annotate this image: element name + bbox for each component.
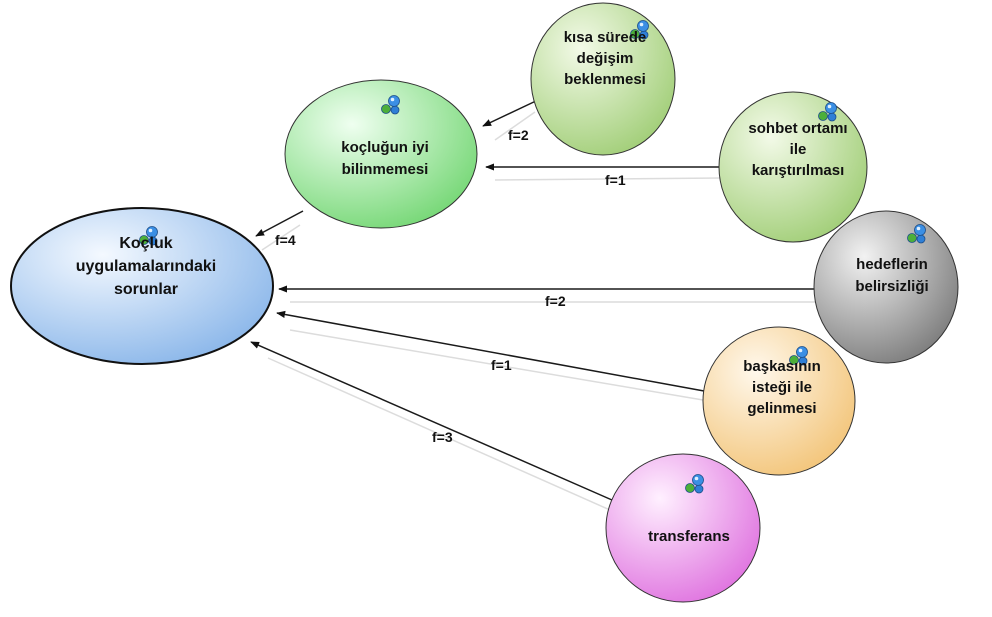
hedef-label-line: hedeflerin — [856, 256, 928, 273]
edge-bilinmeme-to-root — [255, 210, 304, 237]
node-hedef-shape — [813, 210, 959, 364]
cluster-icon — [685, 474, 704, 494]
node-sohbet-shape — [718, 91, 868, 243]
edge-labels: f=2 f=1 f=4 f=2 f=1 f=3 — [275, 127, 626, 445]
kisa-label-line: beklenmesi — [564, 71, 646, 88]
node-baskasi-shape — [702, 326, 856, 476]
node-root-shape — [10, 207, 274, 365]
root-label-line: uygulamalarındaki — [76, 258, 217, 275]
edge-label-sohbet-bilinmeme: f=1 — [605, 172, 626, 188]
edge-baskasi-to-root — [276, 310, 705, 392]
baskasi-label-line: başkasının — [743, 358, 821, 375]
hedef-label-line: belirsizliği — [855, 278, 928, 295]
node-hedeflerin-belirsizligi[interactable]: hedeflerin belirsizliği — [813, 210, 959, 364]
node-transferans[interactable]: transferans — [605, 453, 761, 603]
bilinmeme-label-line: bilinmemesi — [342, 161, 429, 178]
node-sohbet-ortami-ile-karistirilmasi[interactable]: sohbet ortamı ile karıştırılması — [718, 91, 868, 243]
cluster-icon — [907, 224, 926, 244]
sohbet-label-line: karıştırılması — [752, 162, 845, 179]
node-kisa-shape — [530, 2, 676, 156]
node-kisa-label: kısa sürede değişim beklenmesi — [564, 29, 647, 88]
edges — [250, 99, 815, 501]
node-baskasinin-istegi-ile-gelinmesi[interactable]: başkasının isteği ile gelinmesi — [702, 326, 856, 476]
kisa-label-line: kısa sürede — [564, 29, 647, 46]
cluster-icon — [630, 20, 649, 40]
baskasi-label-line: isteği ile — [752, 379, 812, 396]
node-baskasi-label: başkasının isteği ile gelinmesi — [743, 358, 821, 417]
sohbet-label-line: ile — [790, 141, 807, 158]
edge-label-kisa-bilinmeme: f=2 — [508, 127, 529, 143]
sohbet-label-line: sohbet ortamı — [748, 120, 847, 137]
node-bilinmeme-shape — [284, 79, 478, 229]
baskasi-label-line: gelinmesi — [747, 400, 816, 417]
node-bilinmeme-label: koçluğun iyi bilinmemesi — [341, 139, 429, 178]
node-root-label: Koçluk uygulamalarındaki sorunlar — [76, 235, 217, 298]
node-kocluk-uygulamalarindaki-sorunlar[interactable]: Koçluk uygulamalarındaki sorunlar — [10, 207, 274, 365]
node-sohbet-label: sohbet ortamı ile karıştırılması — [748, 120, 847, 179]
bilinmeme-label-line: koçluğun iyi — [341, 139, 429, 156]
cluster-icon — [139, 226, 158, 246]
node-kocluk-iyi-bilinmemesi[interactable]: koçluğun iyi bilinmemesi — [284, 79, 478, 229]
cluster-icon — [381, 95, 400, 115]
cluster-icon — [789, 346, 808, 366]
node-transferans-label: transferans — [648, 528, 730, 545]
node-hedef-label: hedeflerin belirsizliği — [855, 256, 928, 295]
edge-label-hedef-root: f=2 — [545, 293, 566, 309]
transferans-label-line: transferans — [648, 528, 730, 545]
edge-kisa-to-bilinmeme — [482, 99, 539, 127]
root-label-line: Koçluk — [119, 235, 172, 252]
edge-label-transferans-root: f=3 — [432, 429, 453, 445]
node-transferans-shape — [605, 453, 761, 603]
edge-label-baskasi-root: f=1 — [491, 357, 512, 373]
node-kisa-surede-degisim-beklenmesi[interactable]: kısa sürede değişim beklenmesi — [530, 2, 676, 156]
edge-label-bilinmeme-root: f=4 — [275, 232, 296, 248]
kisa-label-line: değişim — [577, 50, 634, 67]
cluster-icon — [818, 102, 837, 122]
edge-shadows — [261, 111, 815, 511]
edge-transferans-to-root — [250, 341, 613, 501]
root-label-line: sorunlar — [114, 281, 178, 298]
